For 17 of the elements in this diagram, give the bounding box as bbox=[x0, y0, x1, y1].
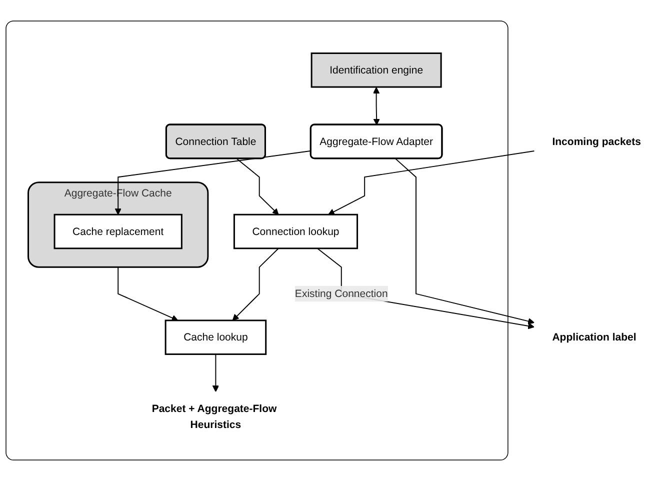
cluster bbox=[6, 20, 508, 460]
arrow bbox=[114, 150, 312, 215]
arrow bbox=[212, 354, 219, 392]
arrow bbox=[232, 248, 279, 321]
cluster bbox=[28, 182, 209, 268]
node-box bbox=[54, 214, 182, 250]
node-box bbox=[164, 320, 267, 355]
node-box bbox=[310, 52, 442, 88]
node-text: Application label bbox=[552, 330, 636, 343]
node-box bbox=[233, 214, 358, 250]
arrow bbox=[373, 87, 380, 126]
arrow bbox=[236, 158, 279, 215]
node-text: Packet + Aggregate-Flow Heuristics bbox=[152, 402, 277, 430]
arrow bbox=[328, 150, 535, 215]
arrow bbox=[118, 266, 178, 322]
arrow bbox=[395, 158, 534, 324]
node-text: Incoming packets bbox=[552, 135, 641, 148]
